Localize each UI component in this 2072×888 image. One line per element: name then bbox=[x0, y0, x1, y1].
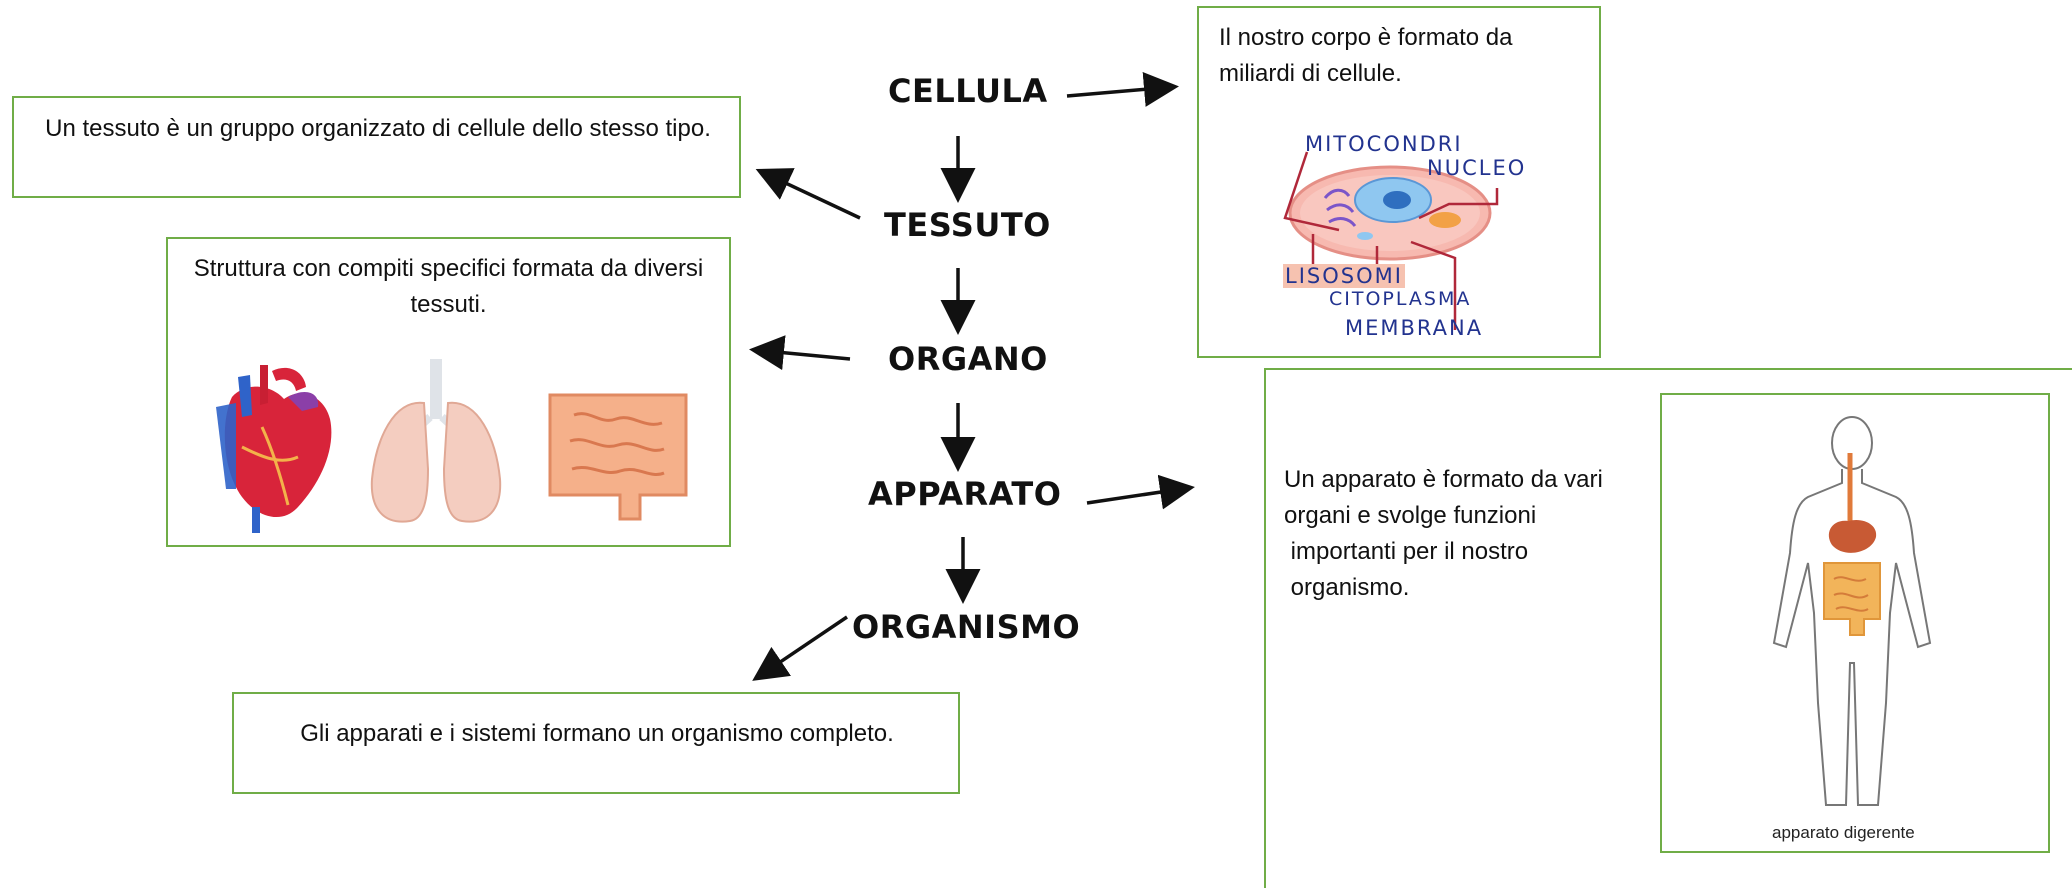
human-body-illustration bbox=[1772, 416, 1932, 806]
level-cellula: CELLULA bbox=[888, 72, 1048, 110]
cell-label-membrana: MEMBRANA bbox=[1345, 316, 1484, 340]
apparato-definition-line-3: importanti per il nostro bbox=[1284, 538, 1529, 565]
cell-label-citoplasma: CITOPLASMA bbox=[1329, 288, 1472, 310]
apparato-definition-line-4: organismo. bbox=[1284, 574, 1410, 601]
arrow-apparato-to-definition bbox=[1086, 474, 1195, 510]
tessuto-definition-text: Un tessuto è un gruppo organizzato di ce… bbox=[45, 115, 711, 142]
organismo-definition-text: Gli apparati e i sistemi formano un orga… bbox=[300, 720, 894, 747]
cellula-definition-text: Il nostro corpo è formato da miliardi di… bbox=[1219, 24, 1513, 87]
level-organismo: ORGANISMO bbox=[852, 608, 1081, 646]
apparato-definition-line-2: organi e svolge funzioni bbox=[1284, 502, 1537, 529]
lungs-illustration bbox=[370, 359, 502, 523]
cell-label-lisosomi: LISOSOMI bbox=[1283, 264, 1405, 288]
organismo-definition-box: Gli apparati e i sistemi formano un orga… bbox=[232, 692, 960, 794]
tessuto-definition-box: Un tessuto è un gruppo organizzato di ce… bbox=[12, 96, 741, 198]
digestive-system-image-box: apparato digerente bbox=[1660, 393, 2050, 853]
cell-label-mitocondri: MITOCONDRI bbox=[1305, 132, 1463, 156]
organo-definition-box: Struttura con compiti specifici formata … bbox=[166, 237, 731, 547]
arrow-cellula-to-definition bbox=[1066, 71, 1179, 107]
arrow-organo-to-definition bbox=[749, 335, 851, 371]
level-tessuto: TESSUTO bbox=[884, 206, 1051, 244]
connector-arrows bbox=[749, 71, 1195, 681]
level-apparato: APPARATO bbox=[868, 475, 1062, 513]
apparato-definition-line-1: Un apparato è formato da vari bbox=[1284, 466, 1603, 493]
heart-illustration bbox=[216, 365, 332, 533]
arrow-tessuto-to-definition bbox=[755, 168, 861, 220]
arrow-organismo-to-definition bbox=[752, 615, 848, 681]
cellula-definition-box: Il nostro corpo è formato da miliardi di… bbox=[1197, 6, 1601, 358]
cell-diagram bbox=[1288, 165, 1492, 261]
intestine-illustration bbox=[548, 393, 688, 521]
cell-label-nucleo: NUCLEO bbox=[1427, 156, 1527, 180]
apparato-definition-box: Un apparato è formato da vari organi e s… bbox=[1264, 368, 2072, 888]
level-organo: ORGANO bbox=[888, 340, 1048, 378]
organo-definition-text: Struttura con compiti specifici formata … bbox=[193, 255, 704, 318]
digestive-system-caption: apparato digerente bbox=[1772, 823, 1915, 842]
